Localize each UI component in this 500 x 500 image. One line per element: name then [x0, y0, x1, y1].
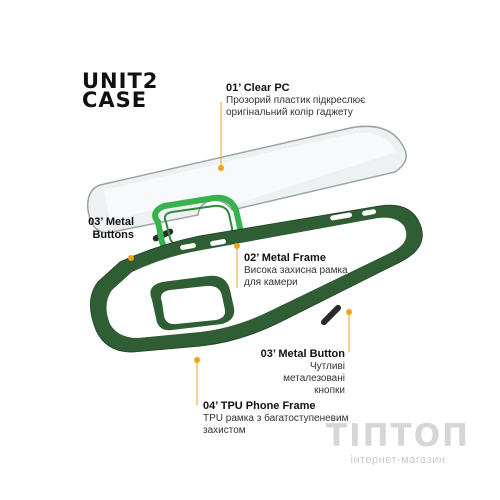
watermark: ТІПТОП інтернет-магазин [326, 420, 470, 466]
metal-button-right [320, 304, 342, 326]
label-tpu-frame: 04’ TPU Phone Frame TPU рамка з багатост… [203, 400, 403, 437]
label-desc: кнопки [314, 385, 345, 396]
label-clear-pc: 01’ Clear PC Прозорий пластик підкреслює… [226, 82, 416, 119]
label-desc: Чутливі металезовані [283, 361, 345, 384]
label-metal-buttons: 03’ Metal Buttons [74, 216, 134, 242]
brand-logo: UNIT2 CASE [82, 69, 172, 112]
label-desc: Висока захисна рамка [244, 265, 348, 276]
label-desc: для камери [244, 277, 298, 288]
label-title: 04’ TPU Phone Frame [203, 400, 316, 412]
label-title: 03’ Metal Button [260, 348, 345, 360]
logo-line-2: CASE [82, 88, 148, 112]
label-metal-frame: 02’ Metal Frame Висока захисна рамка для… [244, 252, 384, 289]
label-desc: оригінальний колір гаджету [226, 107, 353, 118]
label-title: Buttons [92, 229, 134, 241]
tpu-phone-frame [90, 204, 423, 353]
label-metal-button: 03’ Metal Button Чутливі металезовані кн… [250, 348, 345, 397]
watermark-subtitle: інтернет-магазин [350, 454, 446, 466]
label-title: 01’ Clear PC [226, 82, 290, 94]
label-desc: Прозорий пластик підкреслює [226, 95, 366, 106]
label-desc: TPU рамка з багатоступеневим [203, 413, 349, 424]
label-title: 02’ Metal Frame [244, 252, 326, 264]
logo-line-1: UNIT2 [82, 69, 159, 93]
watermark-brand: ТІПТОП [325, 418, 470, 454]
label-title: 03’ Metal [88, 216, 134, 228]
label-desc: захистом [203, 425, 246, 436]
